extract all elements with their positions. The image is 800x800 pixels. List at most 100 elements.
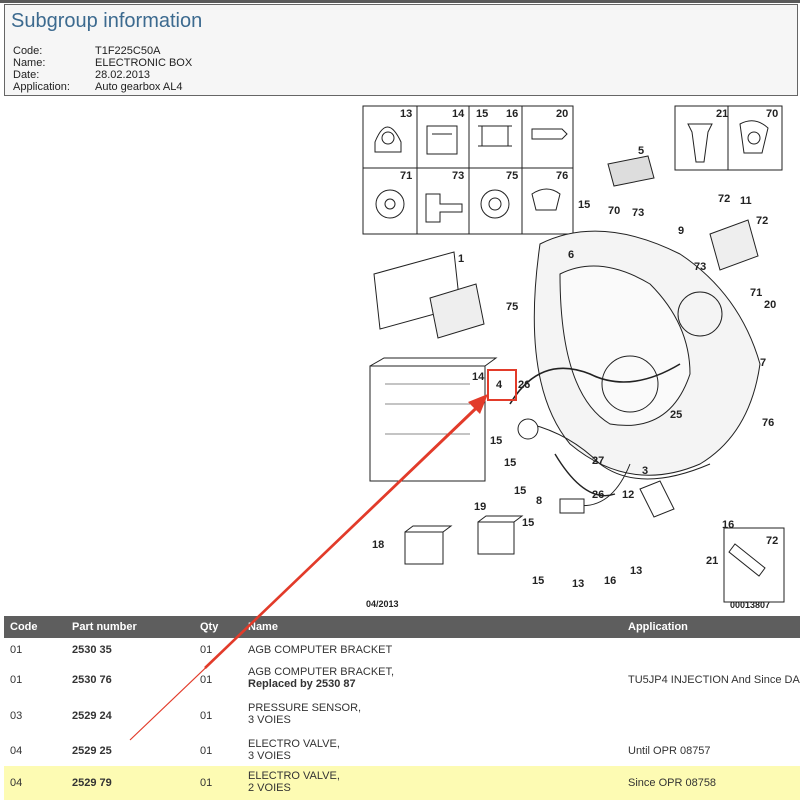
callout-label[interactable]: 73 <box>632 207 644 219</box>
callout-label[interactable]: 16 <box>506 108 518 120</box>
info-label: Name: <box>13 57 46 69</box>
cell-name-detail: 3 VOIES <box>248 750 291 762</box>
callout-label[interactable]: 18 <box>372 539 384 551</box>
table-row[interactable]: 04 2529 25 01 Until OPR 08757 ELECTRO VALVE,… <box>4 734 800 768</box>
callout-label[interactable]: 15 <box>476 108 488 120</box>
cell-name: ELECTRO VALVE, <box>248 770 340 782</box>
table-header: Code Part number Qty Name Application <box>4 616 800 638</box>
callout-label[interactable]: 70 <box>766 108 778 120</box>
callout-label[interactable]: 16 <box>604 575 616 587</box>
cell-part-number[interactable]: 2530 76 <box>72 674 112 686</box>
cell-name-detail: 2 VOIES <box>248 782 291 794</box>
callout-label[interactable]: 71 <box>750 287 762 299</box>
callout-label[interactable]: 72 <box>718 193 730 205</box>
callout-label[interactable]: 75 <box>506 301 518 313</box>
cell-part-number[interactable]: 2530 35 <box>72 644 112 656</box>
callout-label[interactable]: 21 <box>706 555 718 567</box>
callout-label[interactable]: 16 <box>722 519 734 531</box>
cell-part-number[interactable]: 2529 79 <box>72 777 112 789</box>
cell-name-detail: 3 VOIES <box>248 714 291 726</box>
callout-label[interactable]: 76 <box>556 170 568 182</box>
cell-code: 01 <box>10 674 23 686</box>
cell-application: TU5JP4 INJECTION And Since DA <box>628 674 800 686</box>
cell-part-number[interactable]: 2529 25 <box>72 745 112 757</box>
cell-name: PRESSURE SENSOR, <box>248 702 362 714</box>
callout-label[interactable]: 13 <box>630 565 642 577</box>
cell-qty: 01 <box>200 745 213 757</box>
callout-label[interactable]: 12 <box>622 489 634 501</box>
col-app-header[interactable]: Application <box>628 621 688 633</box>
info-label: Date: <box>13 69 40 81</box>
info-value: T1F225C50A <box>95 45 161 57</box>
col-part-header[interactable]: Part number <box>72 621 137 633</box>
table-row[interactable]: 01 2530 76 01 TU5JP4 INJECTION And Since DA… <box>4 662 800 698</box>
callout-label[interactable]: 6 <box>568 249 574 261</box>
cell-qty: 01 <box>200 777 213 789</box>
cell-code: 04 <box>10 745 23 757</box>
callout-label[interactable]: 7 <box>760 357 766 369</box>
left-blank-panel <box>4 100 360 610</box>
info-value: ELECTRONIC BOX <box>95 57 193 69</box>
subgroup-info-panel: Subgroup information Code: T1F225C50A Na… <box>4 4 798 96</box>
callout-label[interactable]: 15 <box>490 435 502 447</box>
callout-label[interactable]: 73 <box>452 170 464 182</box>
callout-label[interactable]: 71 <box>400 170 412 182</box>
callout-label[interactable]: 20 <box>764 299 776 311</box>
info-label: Application: <box>13 81 70 93</box>
col-name-header[interactable]: Name <box>248 621 278 633</box>
callout-label[interactable]: 14 <box>452 108 465 120</box>
callout-label[interactable]: 15 <box>514 485 526 497</box>
callout-label[interactable]: 15 <box>532 575 544 587</box>
callout-label[interactable]: 13 <box>572 578 584 590</box>
callout-label[interactable]: 14 <box>472 371 485 383</box>
callout-label[interactable]: 20 <box>556 108 568 120</box>
cell-qty: 01 <box>200 710 213 722</box>
callout-label[interactable]: 72 <box>766 535 778 547</box>
callout-label[interactable]: 75 <box>506 170 518 182</box>
drawing-ref: 00013807 <box>730 600 770 610</box>
cell-name: AGB COMPUTER BRACKET <box>248 644 393 656</box>
cell-name: ELECTRO VALVE, <box>248 738 340 750</box>
callout-label[interactable]: 73 <box>694 261 706 273</box>
col-code-header[interactable]: Code <box>10 621 38 633</box>
cell-qty: 01 <box>200 674 213 686</box>
cell-name: AGB COMPUTER BRACKET, <box>248 666 395 678</box>
callout-label[interactable]: 26 <box>592 489 604 501</box>
callout-label[interactable]: 27 <box>592 455 604 467</box>
callout-label[interactable]: 8 <box>536 495 542 507</box>
top-bar <box>0 0 800 3</box>
callout-label[interactable]: 15 <box>522 517 534 529</box>
cell-name-detail: Replaced by 2530 87 <box>248 678 356 690</box>
callout-label[interactable]: 9 <box>678 225 684 237</box>
callout-label[interactable]: 21 <box>716 108 728 120</box>
callout-label[interactable]: 4 <box>496 379 503 391</box>
callout-label[interactable]: 13 <box>400 108 412 120</box>
info-value: Auto gearbox AL4 <box>95 81 183 93</box>
callout-label[interactable]: 76 <box>762 417 774 429</box>
callout-label[interactable]: 15 <box>578 199 590 211</box>
callout-label[interactable]: 5 <box>638 145 644 157</box>
table-row[interactable]: 03 2529 24 01 PRESSURE SENSOR,3 VOIES <box>4 698 800 734</box>
callout-label[interactable]: 26 <box>518 379 530 391</box>
info-label: Code: <box>13 45 43 57</box>
cell-code: 04 <box>10 777 23 789</box>
cell-qty: 01 <box>200 644 213 656</box>
subgroup-title: Subgroup information <box>11 10 203 32</box>
info-value: 28.02.2013 <box>95 69 151 81</box>
callout-label[interactable]: 1 <box>458 253 464 265</box>
callout-label[interactable]: 72 <box>756 215 768 227</box>
callout-label[interactable]: 25 <box>670 409 682 421</box>
cell-part-number[interactable]: 2529 24 <box>72 710 112 722</box>
cell-application: Since OPR 08758 <box>628 777 717 789</box>
callout-label[interactable]: 19 <box>474 501 486 513</box>
callout-label[interactable]: 15 <box>504 457 516 469</box>
callout-label[interactable]: 70 <box>608 205 620 217</box>
callout-label[interactable]: 3 <box>642 465 648 477</box>
cell-application: Until OPR 08757 <box>628 745 711 757</box>
callout-label[interactable]: 11 <box>740 195 752 207</box>
cell-code: 03 <box>10 710 23 722</box>
col-qty-header[interactable]: Qty <box>200 621 219 633</box>
table-row[interactable]: 04 2529 79 01 Since OPR 08758 ELECTRO VALVE,… <box>4 766 800 800</box>
